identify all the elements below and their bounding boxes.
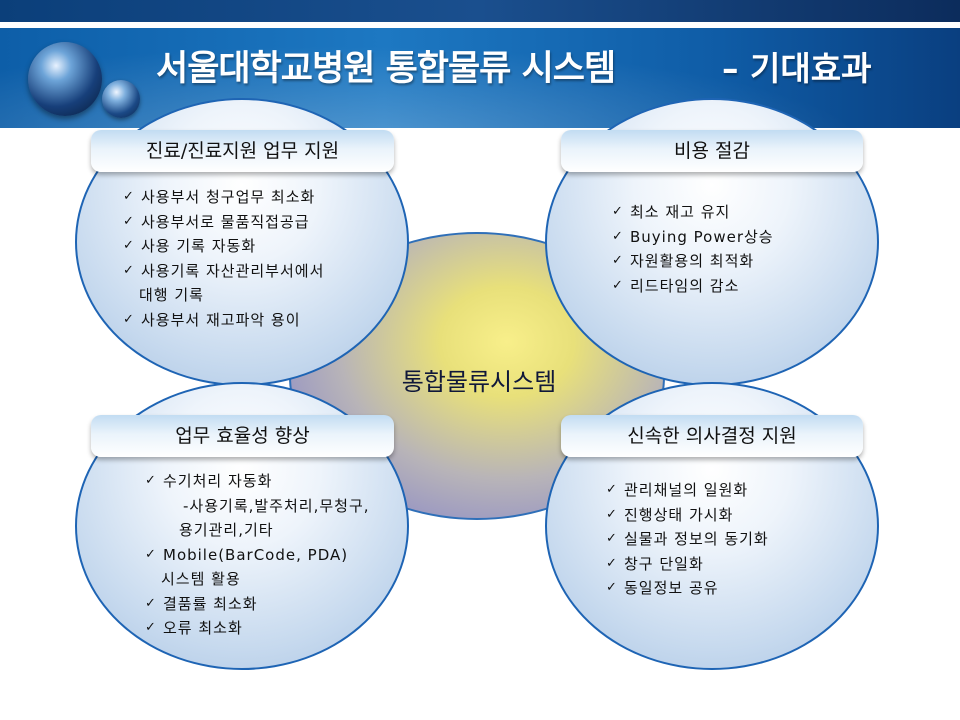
list-item: 사용기록 자산관리부서에서 [123,259,324,284]
page-title: 서울대학교병원 통합물류 시스템 [156,49,616,89]
list-item: Buying Power상승 [612,225,774,250]
list-item: 사용 기록 자동화 [123,234,324,259]
list-item: Mobile(BarCode, PDA) [145,543,370,568]
list-item: 사용부서 재고파악 용이 [123,308,324,333]
globe-orb-small-icon [102,80,140,118]
clinical-support-heading: 진료/진료지원 업무 지원 [91,130,394,172]
clinical-support-list: 사용부서 청구업무 최소화 사용부서로 물품직접공급 사용 기록 자동화 사용기… [123,185,324,332]
list-item: 리드타임의 감소 [612,274,774,299]
page-subtitle: – 기대효과 [722,49,872,88]
list-item: 동일정보 공유 [606,576,769,601]
header-top-band [0,0,960,22]
list-item: 최소 재고 유지 [612,200,774,225]
list-item: 자원활용의 최적화 [612,249,774,274]
efficiency-list: 수기처리 자동화 -사용기록,발주처리,무청구, 용기관리,기타 Mobile(… [145,469,370,641]
efficiency-heading: 업무 효율성 향상 [91,415,394,457]
list-item-continuation: 대행 기록 [139,286,204,304]
header-white-stripe [0,22,960,28]
header-glow [0,28,960,128]
list-item-detail: 용기관리,기타 [179,521,274,539]
list-item: 실물과 정보의 동기화 [606,527,769,552]
list-item: 관리채널의 일원화 [606,478,769,503]
decision-support-heading: 신속한 의사결정 지원 [561,415,863,457]
list-item: 오류 최소화 [145,616,370,641]
list-item: 진행상태 가시화 [606,503,769,528]
center-system-label: 통합물류시스템 [401,368,557,396]
list-item: 사용부서로 물품직접공급 [123,210,324,235]
cost-reduction-list: 최소 재고 유지 Buying Power상승 자원활용의 최적화 리드타임의 … [612,200,774,298]
globe-orb-large-icon [28,42,102,116]
list-item: 결품률 최소화 [145,592,370,617]
header-banner: 서울대학교병원 통합물류 시스템 – 기대효과 [0,0,960,128]
list-item-detail: -사용기록,발주처리,무청구, [183,496,370,515]
list-item: 수기처리 자동화 [145,469,370,494]
list-item: 창구 단일화 [606,552,769,577]
list-item-continuation: 시스템 활용 [161,570,241,588]
list-item: 사용부서 청구업무 최소화 [123,185,324,210]
decision-support-list: 관리채널의 일원화 진행상태 가시화 실물과 정보의 동기화 창구 단일화 동일… [606,478,769,601]
cost-reduction-heading: 비용 절감 [561,130,863,172]
